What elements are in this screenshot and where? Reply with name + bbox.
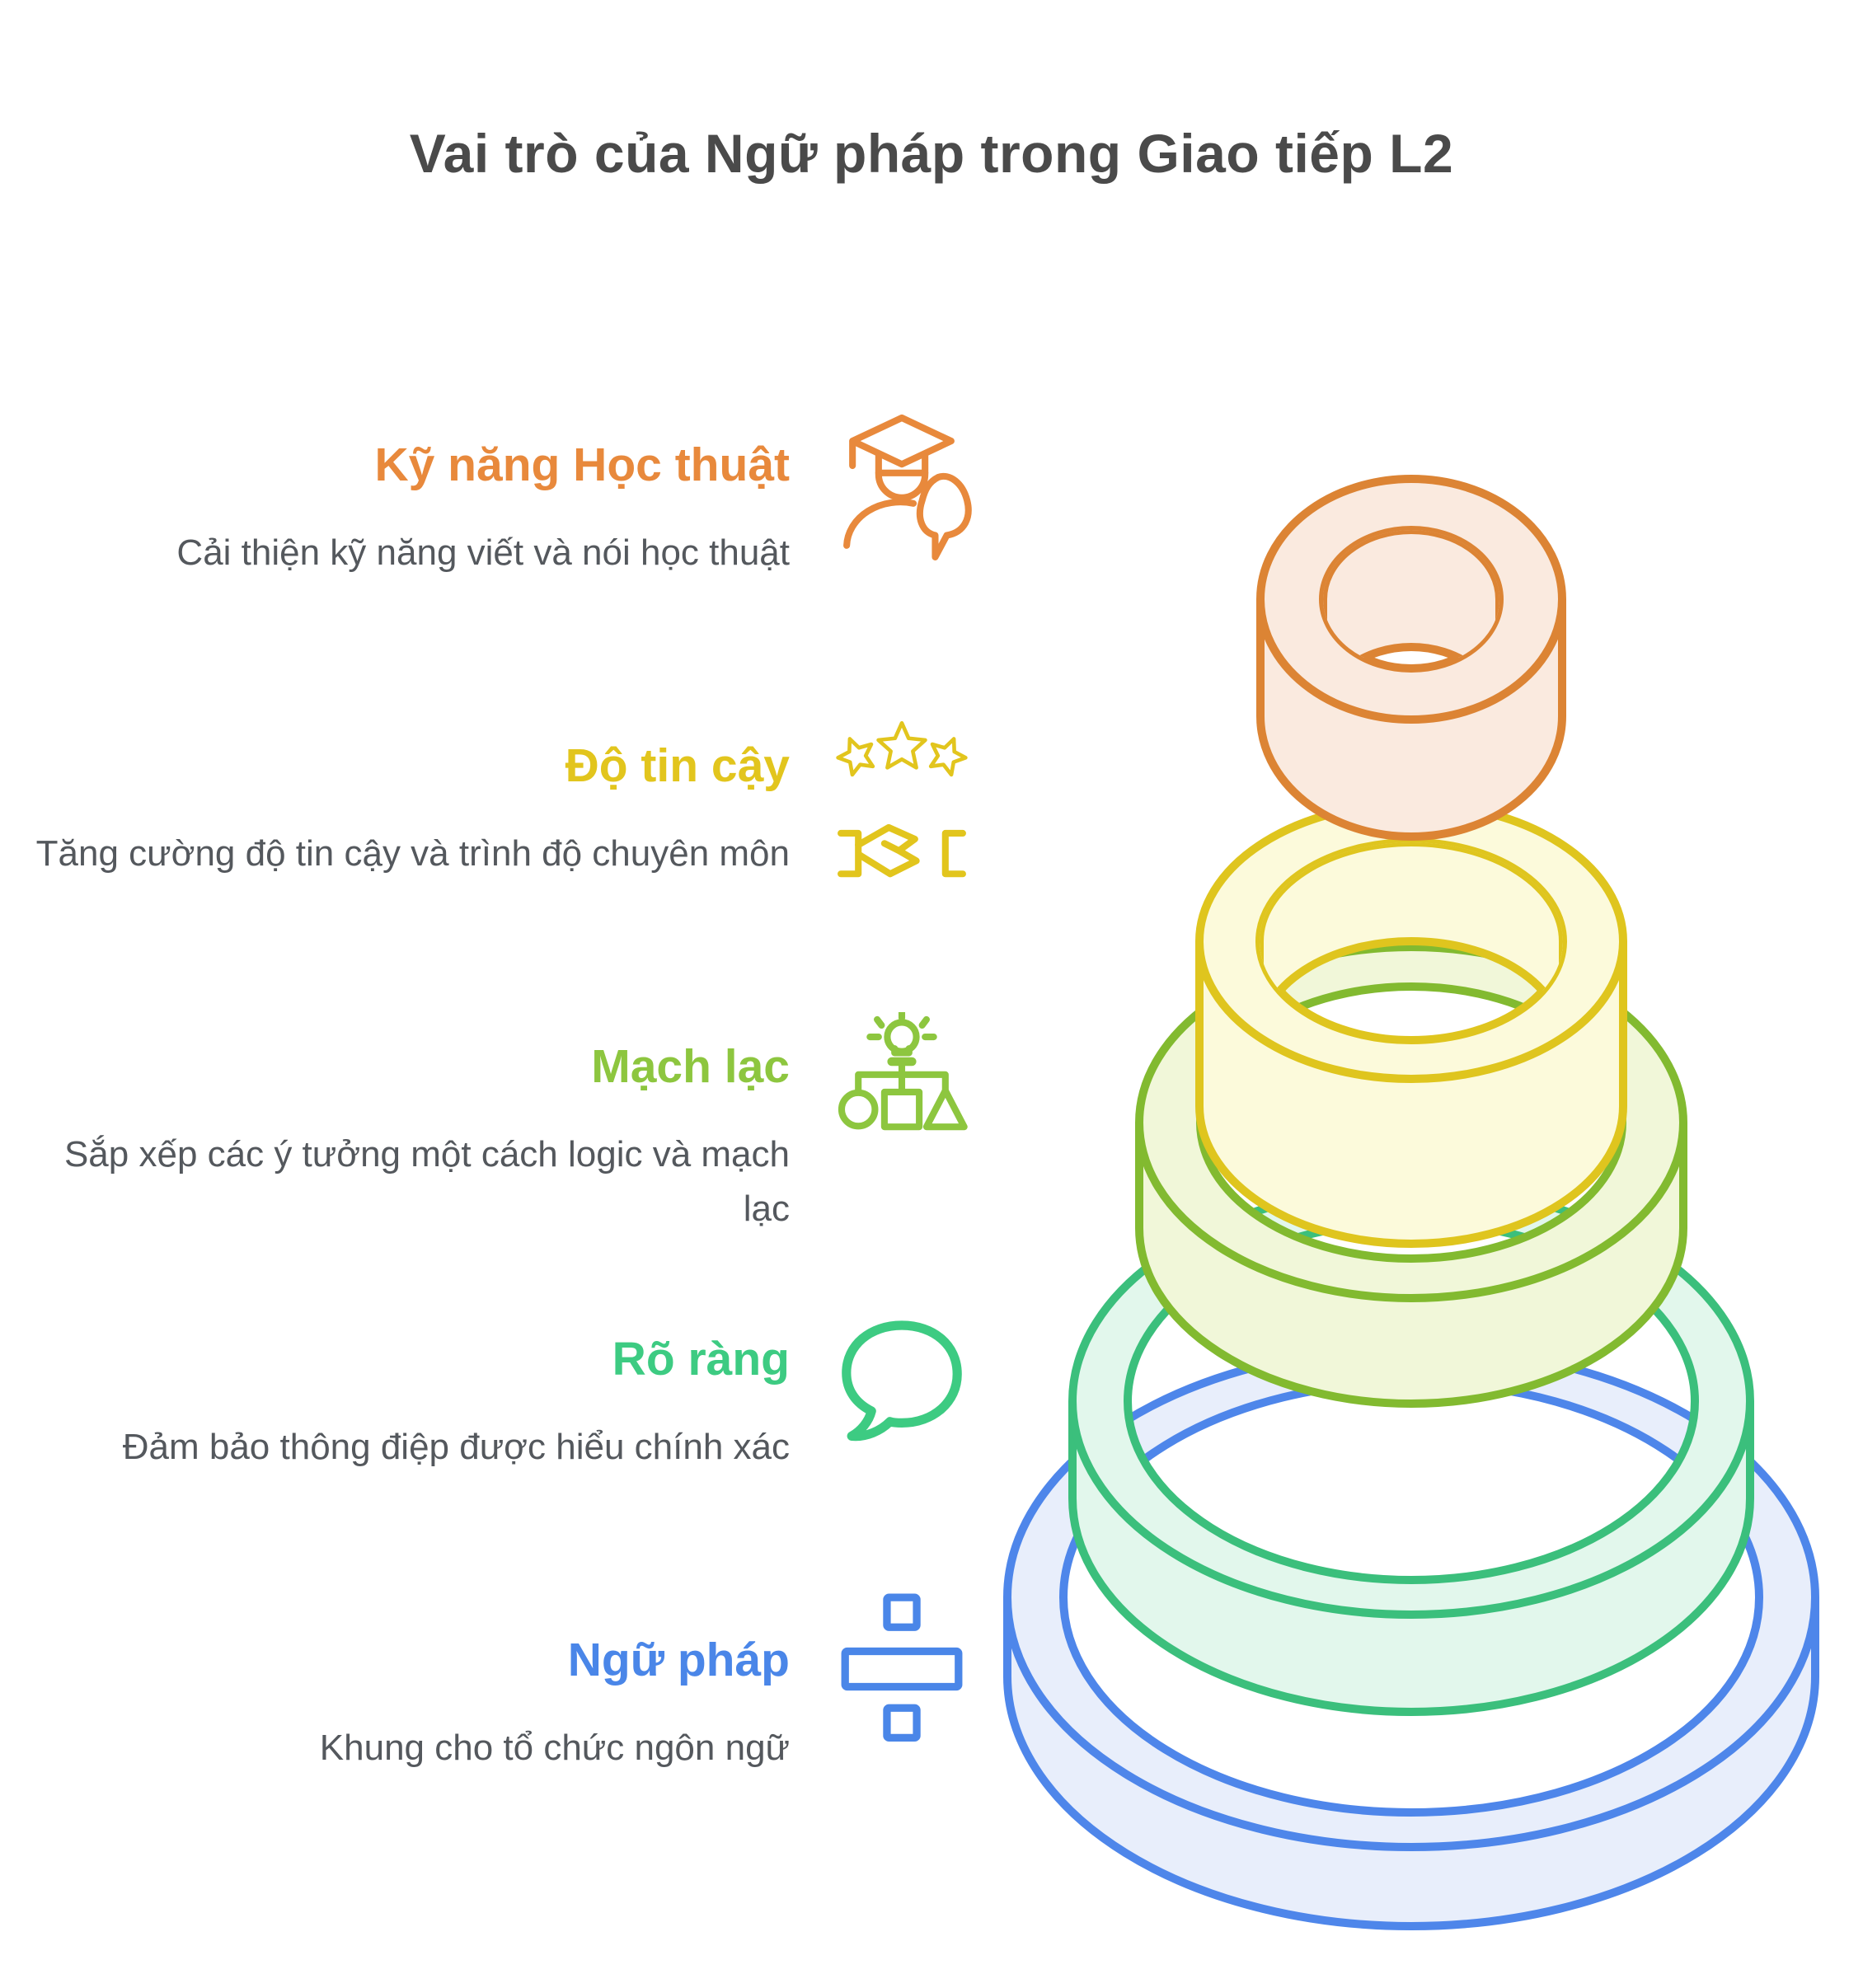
feature-label: Mạch lạc: [591, 1040, 790, 1093]
page-title: Vai trò của Ngữ pháp trong Giao tiếp L2: [409, 123, 1454, 184]
idea-flowchart-icon: [828, 1012, 976, 1193]
feature-description: Khung cho tổ chức ngôn ngữ: [319, 1728, 790, 1768]
feature-label: Rõ ràng: [612, 1333, 790, 1386]
clarity-ring: [1068, 1184, 1754, 1716]
graduate-speech-icon: [828, 410, 976, 592]
stars-handshake-icon: [828, 711, 976, 893]
feature-description: Sắp xếp các ý tưởng một cách logic và mạ…: [63, 1134, 790, 1229]
feature-description: Đảm bảo thông điệp được hiểu chính xác: [122, 1427, 790, 1467]
coherence-ring: [1135, 943, 1687, 1408]
feature-row-academic-skills: Kỹ năng Học thuật Cải thiện kỹ năng viết…: [0, 414, 976, 592]
academic-skills-ring: [1256, 475, 1566, 841]
feature-description: Cải thiện kỹ năng viết và nói học thuật: [176, 532, 790, 573]
feature-row-coherence: Mạch lạc Sắp xếp các ý tưởng một cách lo…: [0, 1012, 976, 1236]
credibility-ring: [1195, 799, 1627, 1248]
feature-label: Kỹ năng Học thuật: [374, 438, 790, 491]
feature-row-credibility: Độ tin cậy Tăng cường độ tin cậy và trìn…: [0, 736, 976, 893]
feature-row-grammar: Ngữ pháp Khung cho tổ chức ngôn ngữ: [0, 1593, 976, 1775]
division-icon: [828, 1587, 976, 1769]
grammar-ring: [1003, 1343, 1819, 1930]
speech-bubble-icon: [828, 1315, 976, 1496]
feature-row-clarity: Rõ ràng Đảm bảo thông điệp được hiểu chí…: [0, 1320, 976, 1496]
feature-label: Độ tin cậy: [565, 739, 790, 792]
feature-description: Tăng cường độ tin cậy và trình độ chuyên…: [35, 833, 790, 874]
feature-label: Ngữ pháp: [567, 1634, 790, 1686]
